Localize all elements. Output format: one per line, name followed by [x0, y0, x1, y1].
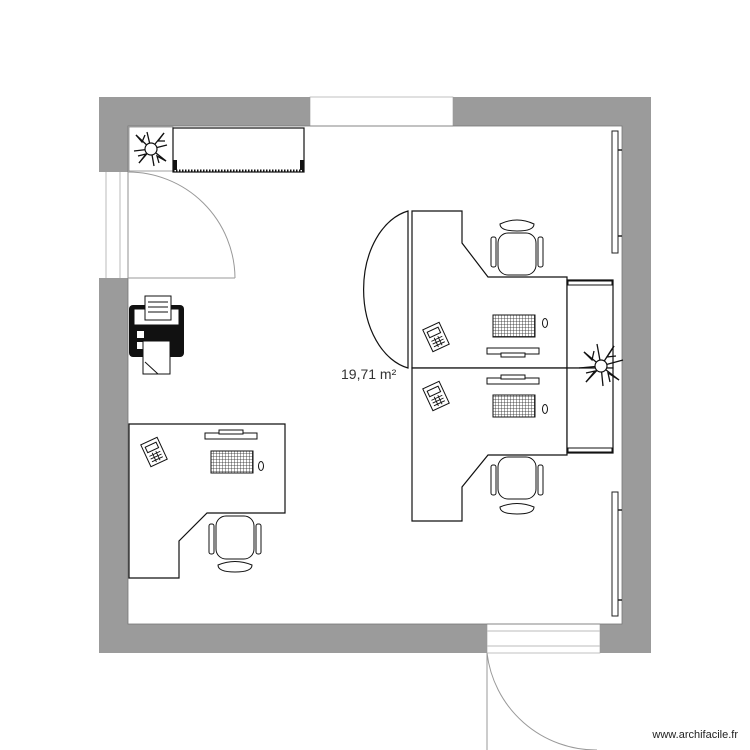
side-cabinet-lower: [566, 367, 614, 454]
printer-icon: [129, 295, 184, 375]
keyboard-icon: [492, 394, 536, 418]
phone-icon: [140, 436, 168, 468]
door-opening-bottom: [486, 623, 601, 654]
desk-bottom-left: [128, 423, 286, 579]
desk-lower-right: [411, 367, 568, 522]
keyboard-icon: [210, 450, 254, 474]
monitor-icon: [204, 429, 258, 440]
door-icon-left: [127, 171, 236, 279]
chair-icon: [490, 456, 544, 515]
door-opening-left: [99, 172, 128, 278]
radiator-icon-upper: [611, 130, 622, 254]
mouse-icon: [258, 461, 264, 471]
chair-icon: [490, 219, 544, 276]
mouse-icon: [542, 404, 548, 414]
plant-icon-topleft: [128, 126, 174, 172]
watermark[interactable]: www.archifacile.fr: [652, 729, 738, 741]
room-area-label: 19,71 m²: [341, 366, 397, 382]
keyboard-icon: [492, 314, 536, 338]
phone-icon: [422, 321, 450, 353]
mouse-icon: [542, 318, 548, 328]
meeting-table-halfcircle: [363, 210, 409, 369]
plant-icon-right: [578, 343, 624, 387]
walls: [99, 96, 651, 654]
radiator-icon-lower: [611, 491, 622, 617]
desk-upper-right: [411, 210, 568, 369]
window-top: [309, 96, 454, 127]
monitor-icon: [486, 347, 540, 358]
monitor-icon: [486, 374, 540, 385]
chair-icon: [208, 515, 262, 573]
side-cabinet-upper: [566, 279, 614, 369]
storage-cabinet: [172, 127, 305, 173]
phone-icon: [422, 380, 450, 412]
door-icon-bottom: [486, 652, 597, 750]
